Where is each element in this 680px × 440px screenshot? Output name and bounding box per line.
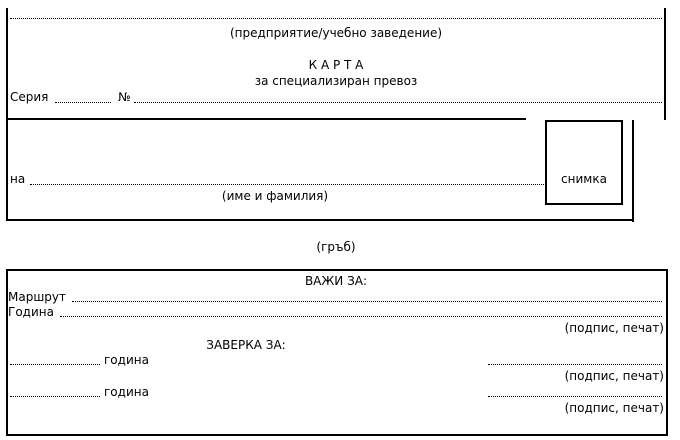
front-left-border: [6, 8, 8, 220]
front-bottom-border: [6, 219, 634, 221]
route-label: Маршрут: [8, 290, 67, 304]
card-subtitle: за специализиран превоз: [254, 74, 418, 88]
route-dotted-line: [72, 301, 662, 302]
front-right-border-top: [664, 8, 666, 120]
signature-caption-1: (подпис, печат): [564, 321, 664, 335]
number-dotted-line: [134, 102, 662, 103]
cert-date-dotted-1: [10, 364, 100, 365]
cert-year-word-1: година: [104, 353, 149, 367]
name-dotted-line: [30, 184, 544, 185]
year-dotted-line: [60, 316, 662, 317]
front-divider: [6, 118, 526, 120]
photo-box: [545, 120, 623, 205]
cert-sign-dotted-2: [488, 396, 662, 397]
year-label: Година: [8, 305, 54, 319]
valid-for-heading: ВАЖИ ЗА:: [304, 274, 368, 288]
photo-label: снимка: [561, 172, 607, 186]
cert-year-word-2: година: [104, 385, 149, 399]
back-card-border: [6, 269, 668, 436]
to-label: на: [10, 172, 26, 186]
number-label: №: [118, 90, 131, 104]
cert-date-dotted-2: [10, 396, 100, 397]
back-caption: (гръб): [316, 240, 356, 254]
certification-heading: ЗАВЕРКА ЗА:: [206, 338, 286, 352]
org-caption: (предприятие/учебно заведение): [229, 26, 443, 40]
signature-caption-3: (подпис, печат): [564, 401, 664, 415]
name-caption: (име и фамилия): [221, 189, 329, 203]
front-right-border-bottom: [632, 120, 634, 222]
series-label: Серия: [10, 90, 49, 104]
org-dotted-line: [10, 18, 662, 19]
signature-caption-2: (подпис, печат): [564, 369, 664, 383]
series-dotted-line: [55, 102, 111, 103]
cert-sign-dotted-1: [488, 364, 662, 365]
card-title: К А Р Т А: [308, 58, 364, 72]
